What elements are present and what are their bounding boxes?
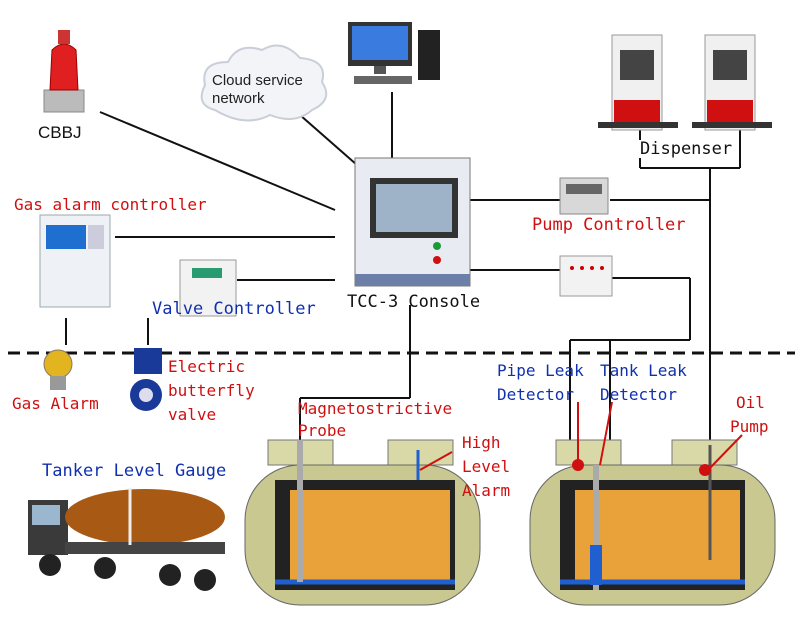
- console-label: TCC-3 Console: [347, 292, 481, 312]
- tanker-level-gauge-label: Tanker Level Gauge: [42, 461, 227, 481]
- pump-controller-label: Pump Controller: [532, 215, 686, 235]
- pump-controller-icon: [559, 177, 609, 215]
- tank-leak-label-2: Detector: [600, 385, 678, 404]
- oil-pump-label-2: Pump: [730, 417, 769, 436]
- high-level-alarm-label-2: Level: [462, 457, 511, 476]
- pipe-leak-label-2: Detector: [497, 385, 575, 404]
- valve-controller-label: Valve Controller: [152, 299, 316, 319]
- high-level-alarm-label-1: High: [462, 433, 501, 452]
- dispenser-label: Dispenser: [638, 139, 735, 159]
- dispenser-icon: [598, 34, 772, 131]
- console-device: [354, 157, 471, 287]
- cloud-label-line2: network: [212, 90, 265, 107]
- leak-detector-controller-icon: [559, 255, 613, 297]
- electric-valve-label-2: butterfly: [168, 381, 255, 400]
- cbbj-label: CBBJ: [38, 123, 82, 142]
- pipe-leak-label-1: Pipe Leak: [497, 361, 584, 380]
- valve-controller-icon: [179, 259, 237, 317]
- oil-pump-label-1: Oil: [736, 393, 765, 412]
- gas-alarm-label: Gas Alarm: [12, 394, 99, 413]
- connection-lines: [65, 92, 741, 445]
- computer-icon: [348, 22, 440, 84]
- high-level-alarm-label-3: Alarm: [462, 481, 511, 500]
- gas-sensor-icon: [43, 349, 73, 390]
- pointer-lines: [419, 401, 743, 471]
- siren-icon: [43, 30, 85, 113]
- storage-tank-left: [244, 439, 481, 606]
- tank-leak-label-1: Tank Leak: [600, 361, 687, 380]
- electric-valve-label-3: valve: [168, 405, 217, 424]
- gas-alarm-controller-label: Gas alarm controller: [14, 195, 207, 214]
- gas-alarm-controller-icon: [39, 214, 111, 308]
- storage-tank-right: [529, 439, 776, 606]
- probe-label-1: Magnetostrictive: [298, 399, 453, 418]
- cloud-icon: [200, 44, 328, 122]
- cloud-label-line1: Cloud service: [212, 72, 303, 89]
- probe-label-2: Probe: [298, 421, 347, 440]
- electric-valve-label-1: Electric: [168, 357, 246, 376]
- butterfly-valve-icon: [130, 348, 162, 411]
- tanker-truck-icon: [28, 488, 225, 591]
